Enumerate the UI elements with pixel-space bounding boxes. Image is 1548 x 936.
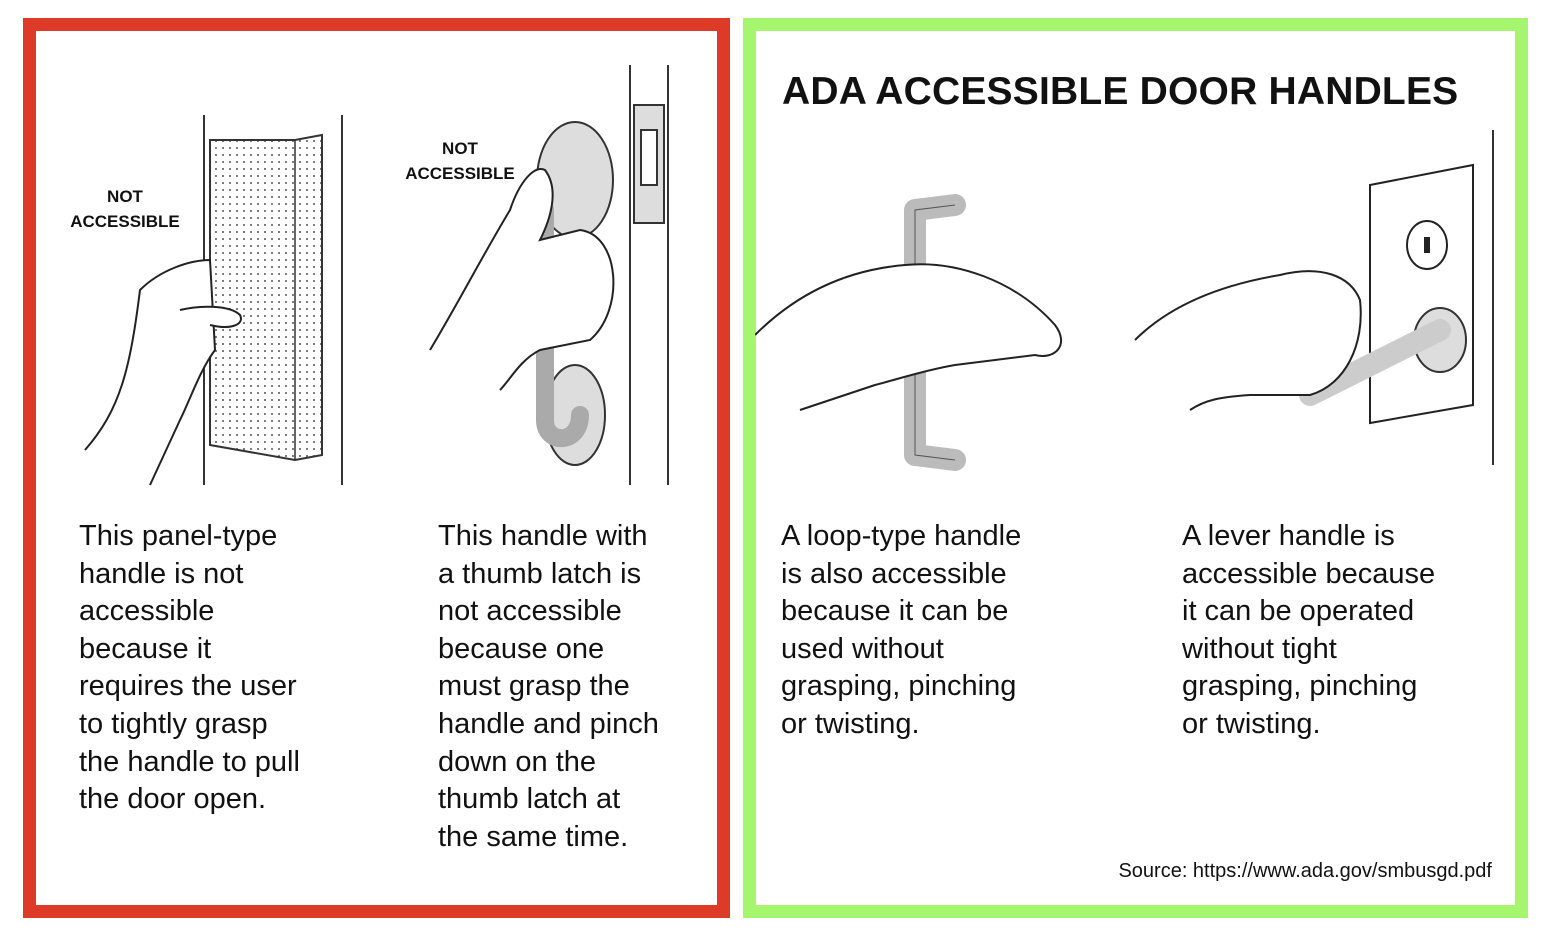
thumb-latch-description: This handle with a thumb latch is not ac… [438,520,659,853]
source-citation: Source: https://www.ada.gov/smbusgd.pdf [1118,860,1492,882]
accessible-panel [743,18,1528,918]
panel-handle-description: This panel-type handle is not accessible… [79,520,300,816]
panel-handle-illustration [84,115,343,486]
loop-handle-description: A loop-type handle is also accessible be… [781,520,1022,740]
thumb-latch-handle-illustration [429,65,669,485]
page-title: ADA ACCESSIBLE DOOR HANDLES [782,70,1459,113]
lever-handle-illustration [1134,130,1494,465]
loop-handle-illustration [755,194,1062,471]
not-accessible-label-1: NOT ACCESSIBLE [70,187,180,231]
lever-handle-description: A lever handle is accessible because it … [1182,520,1436,740]
not-accessible-label-2: NOT ACCESSIBLE [405,139,515,183]
